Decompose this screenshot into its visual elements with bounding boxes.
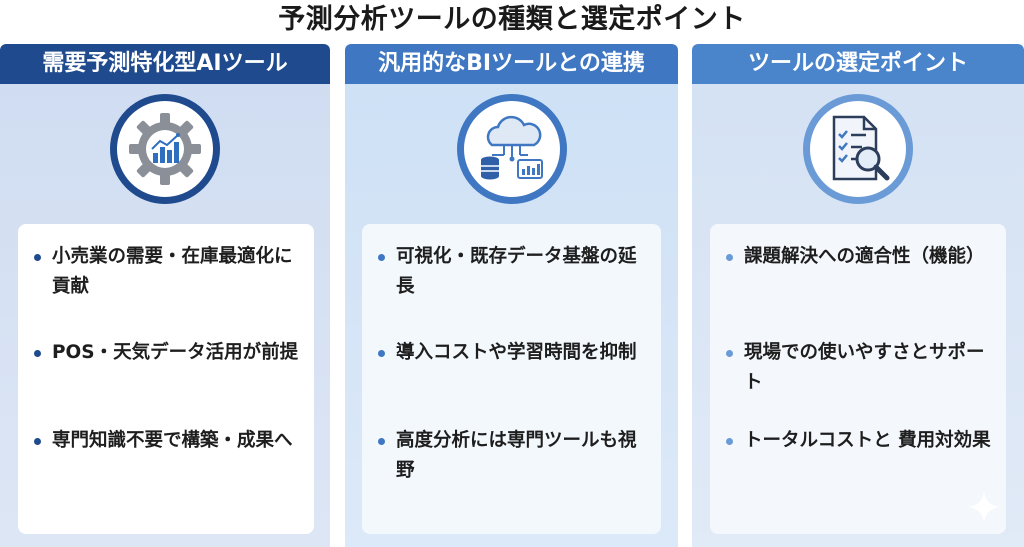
bullet-icon [726, 438, 733, 445]
content-card: 課題解決への適合性（機能） 現場での使いやすさとサポート トータルコストと 費用… [710, 224, 1006, 534]
bullet-icon [726, 350, 733, 357]
list-item: 導入コストや学習時間を抑制 [376, 338, 646, 368]
column-header: 汎用的なBIツールとの連携 [345, 44, 678, 84]
column-header: 需要予測特化型AIツール [0, 44, 330, 84]
bullet-icon [34, 438, 41, 445]
list-item: トータルコストと 費用対効果 [724, 426, 994, 456]
list-item: 可視化・既存データ基盤の延長 [376, 242, 646, 302]
gear-chart-icon [110, 94, 220, 204]
bullet-icon [34, 350, 41, 357]
column-selection-points: ツールの選定ポイント 課題解決への適合性（機能） 現場での使いやすさとサポート … [692, 44, 1024, 547]
bullet-icon [378, 350, 385, 357]
bullet-icon [378, 438, 385, 445]
bullet-icon [726, 254, 733, 261]
column-header: ツールの選定ポイント [692, 44, 1024, 84]
content-card: 可視化・既存データ基盤の延長 導入コストや学習時間を抑制 高度分析には専門ツール… [362, 224, 661, 534]
list-item: 専門知識不要で構築・成果へ [32, 426, 302, 456]
content-card: 小売業の需要・在庫最適化に貢献 POS・天気データ活用が前提 専門知識不要で構築… [18, 224, 314, 534]
sparkle-icon [968, 491, 1000, 523]
cloud-database-icon [457, 94, 567, 204]
column-bi-integration: 汎用的なBIツールとの連携 可視化・既存データ基盤の延長 [345, 44, 678, 547]
checklist-magnifier-icon [803, 94, 913, 204]
page-title: 予測分析ツールの種類と選定ポイント [278, 4, 746, 35]
column-demand-forecast: 需要予測特化型AIツール 小売業の需要 [0, 44, 330, 547]
list-item: 高度分析には専門ツールも視野 [376, 426, 646, 486]
list-item: 課題解決への適合性（機能） [724, 242, 994, 272]
bullet-icon [34, 254, 41, 261]
list-item: 現場での使いやすさとサポート [724, 338, 994, 398]
list-item: POS・天気データ活用が前提 [32, 338, 302, 368]
bullet-icon [378, 254, 385, 261]
list-item: 小売業の需要・在庫最適化に貢献 [32, 242, 302, 302]
